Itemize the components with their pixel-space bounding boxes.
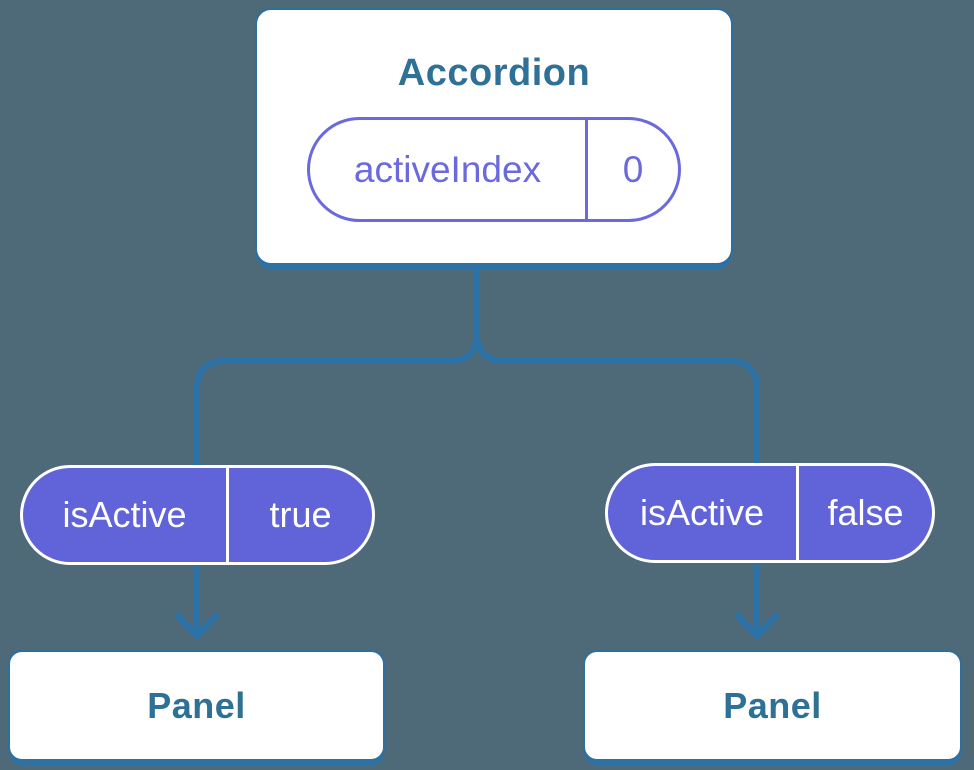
left-branch-line	[194, 258, 480, 635]
state-value-label: 0	[585, 120, 678, 219]
left-arrow-down-icon	[173, 611, 221, 639]
prop-pill-right: isActive false	[605, 463, 935, 563]
right-branch-line	[474, 258, 760, 635]
state-name-label: activeIndex	[353, 148, 542, 190]
accordion-component-node: Accordion activeIndex 0	[255, 8, 733, 265]
prop-name-label: isActive	[639, 492, 765, 533]
state-pill: activeIndex 0	[307, 117, 681, 222]
prop-pill-left: isActive true	[20, 465, 375, 565]
right-arrow-down-icon	[733, 611, 781, 639]
panel-component-node-right: Panel	[583, 650, 962, 761]
component-title: Panel	[723, 684, 822, 726]
prop-value-label: true	[226, 468, 372, 562]
prop-value-label: false	[796, 466, 932, 560]
component-title: Accordion	[397, 52, 591, 94]
component-title: Panel	[147, 684, 246, 726]
panel-component-node-left: Panel	[8, 650, 385, 761]
prop-name-label: isActive	[62, 494, 187, 535]
